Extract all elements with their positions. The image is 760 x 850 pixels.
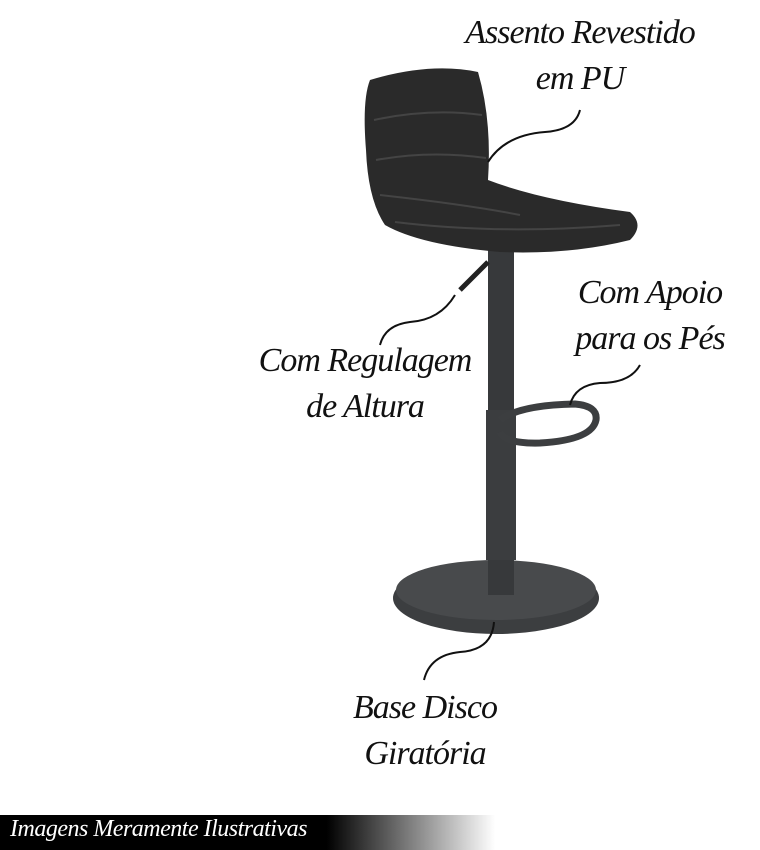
- label-footrest: Com Apoio para os Pés: [555, 270, 745, 362]
- seat-backrest: [364, 68, 638, 253]
- label-height-line1: Com Regulagem: [258, 342, 473, 379]
- label-height-line2: de Altura: [306, 388, 425, 425]
- footrest-ring: [496, 400, 600, 447]
- label-base-line2: Giratória: [364, 735, 486, 772]
- label-base-line1: Base Disco: [353, 689, 498, 726]
- label-footrest-line2: para os Pés: [575, 320, 726, 357]
- disclaimer-banner: Imagens Meramente Ilustrativas: [0, 815, 495, 850]
- leader-seat: [487, 109, 581, 163]
- leader-height: [379, 294, 456, 346]
- label-height-adjust: Com Regulagem de Altura: [230, 338, 500, 430]
- leader-base: [423, 621, 495, 681]
- label-seat-line2: em PU: [535, 60, 625, 97]
- label-seat-line1: Assento Revestido: [465, 14, 695, 51]
- label-footrest-line1: Com Apoio: [577, 274, 723, 311]
- label-seat: Assento Revestido em PU: [440, 10, 720, 102]
- disclaimer-text: Imagens Meramente Ilustrativas: [10, 816, 307, 842]
- label-base: Base Disco Giratória: [320, 685, 530, 777]
- leader-footrest: [569, 364, 641, 406]
